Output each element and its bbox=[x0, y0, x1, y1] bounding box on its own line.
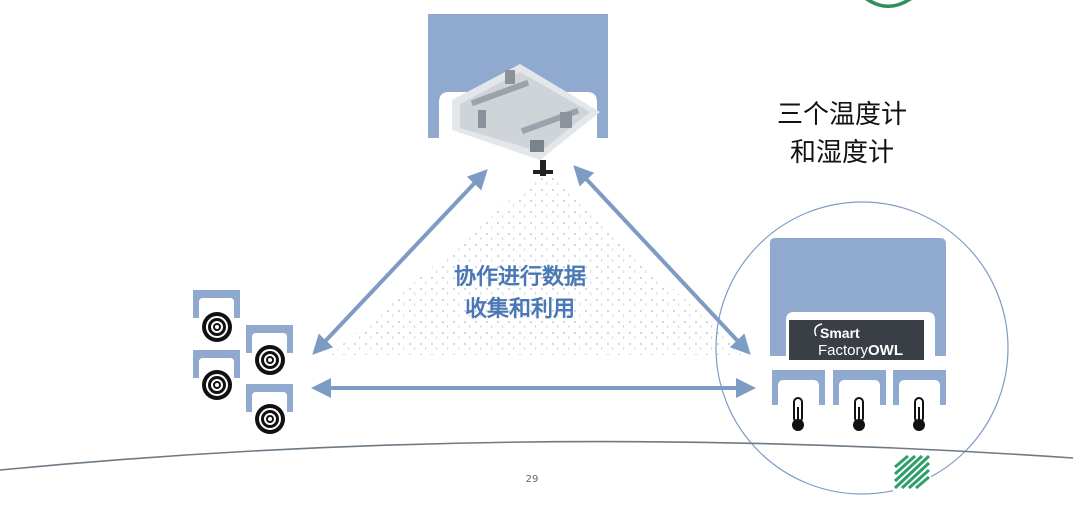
thermometer-unit bbox=[893, 370, 946, 431]
factory-circle bbox=[715, 201, 1009, 495]
thermometer-icon bbox=[853, 397, 865, 431]
production-line-block bbox=[428, 14, 608, 176]
thermometer-unit bbox=[833, 370, 886, 431]
sensor-disc-icon bbox=[255, 345, 285, 375]
thermometer-icon bbox=[792, 397, 804, 431]
heading-line-2: 和湿度计 bbox=[789, 138, 894, 168]
arrow-sensors-to-line bbox=[312, 169, 488, 355]
sensor-unit bbox=[193, 290, 240, 342]
sensor-unit bbox=[246, 384, 293, 434]
sensor-disc-icon bbox=[202, 370, 232, 400]
page-number: 29 bbox=[525, 474, 539, 485]
production-line-icon bbox=[452, 64, 600, 176]
sensor-disc-icon bbox=[202, 312, 232, 342]
collaboration-label: 协作进行数据 收集和利用 bbox=[405, 262, 635, 326]
logo-factory-owl: FactoryOWL bbox=[818, 342, 903, 359]
arrow-line-to-thermometers bbox=[573, 165, 751, 355]
smartfactory-logo bbox=[789, 320, 924, 360]
thermometer-icon bbox=[913, 397, 925, 431]
logo-smart: Smart bbox=[820, 325, 860, 341]
smartfactory-block: Smart FactoryOWL bbox=[770, 238, 946, 360]
heading-line-1: 三个温度计 bbox=[776, 100, 907, 130]
sensor-disc-icon bbox=[255, 404, 285, 434]
sensor-cluster bbox=[193, 290, 293, 434]
thermometer-unit bbox=[772, 370, 825, 431]
center-label-line-1: 协作进行数据 bbox=[453, 265, 586, 290]
horizon-curve bbox=[0, 440, 1073, 471]
logo-swoosh-icon bbox=[814, 323, 823, 337]
partial-logo-icon bbox=[865, 0, 912, 8]
sensor-unit bbox=[193, 350, 240, 400]
center-label-line-2: 收集和利用 bbox=[464, 297, 575, 322]
thermometer-heading: 三个温度计 和湿度计 bbox=[752, 96, 932, 172]
institution-logo-icon bbox=[893, 453, 931, 491]
sensor-unit bbox=[246, 325, 293, 375]
thermometer-group bbox=[772, 370, 946, 431]
